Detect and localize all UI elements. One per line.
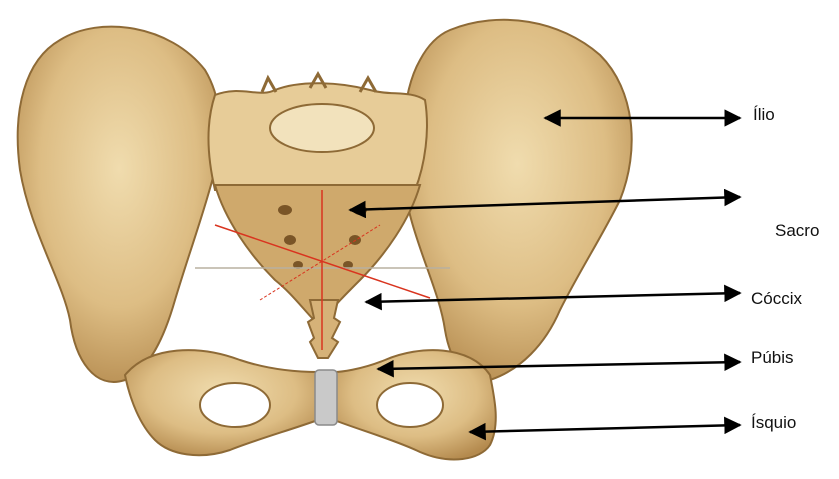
label-coccix: Cóccix <box>751 290 802 307</box>
coccyx-bone <box>308 300 340 358</box>
right-ilium-bone <box>403 20 632 381</box>
sacral-promontory <box>270 104 374 152</box>
arrow-isquio <box>470 425 740 432</box>
sacrum-bone <box>215 185 420 318</box>
left-obturator-foramen <box>200 383 270 427</box>
pubic-symphysis <box>315 370 337 425</box>
right-obturator-foramen <box>377 383 443 427</box>
label-pubis: Púbis <box>751 349 794 366</box>
label-ilio: Ílio <box>753 106 775 123</box>
left-ilium-bone <box>18 27 220 382</box>
label-isquio: Ísquio <box>751 414 796 431</box>
label-sacro: Sacro <box>775 222 819 239</box>
